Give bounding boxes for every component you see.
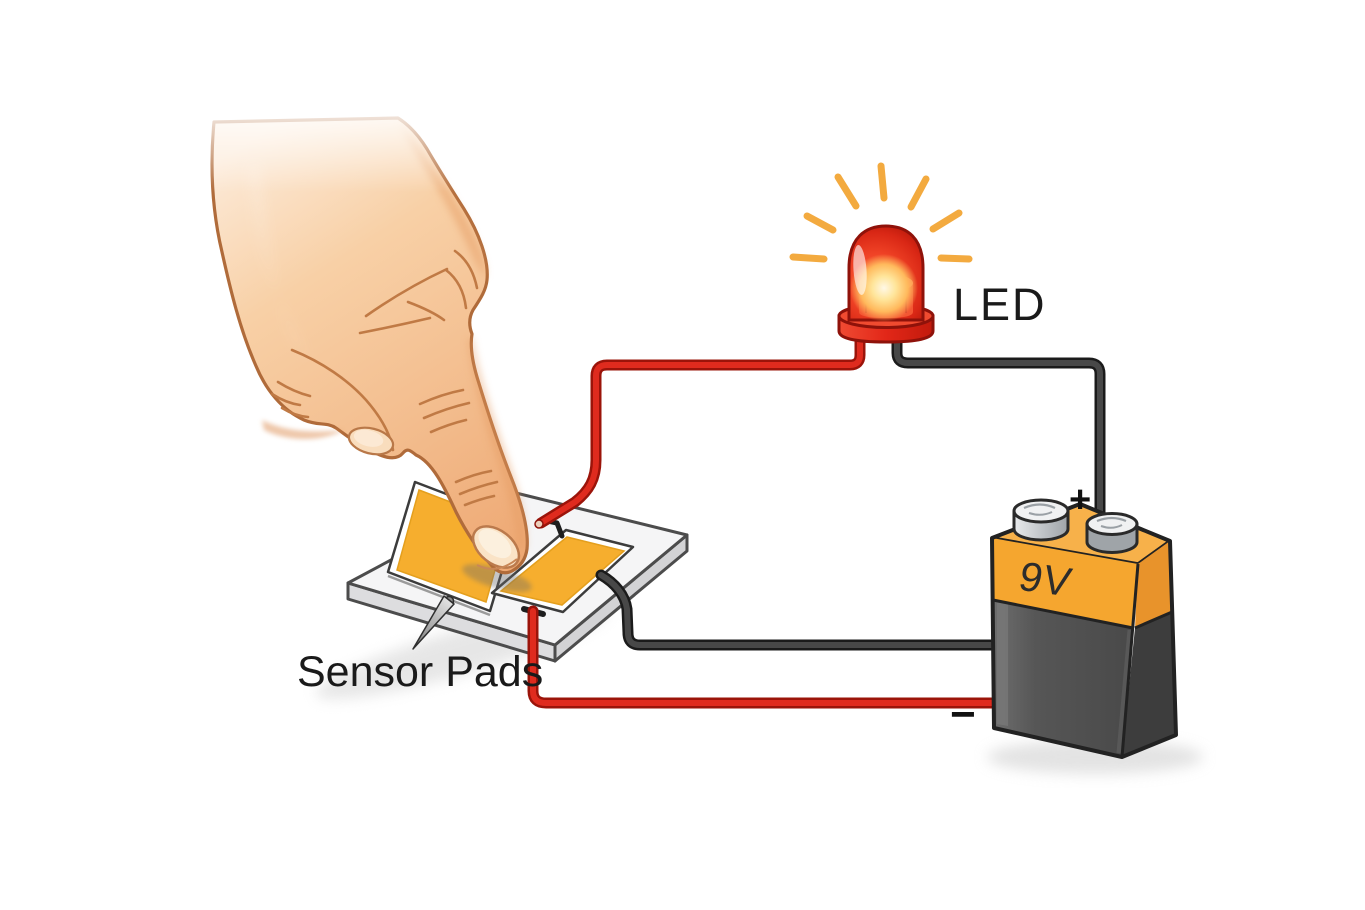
9v-battery-icon [990,498,1178,759]
battery-label-band-line [992,598,1173,630]
red-wire-pad-to-battery [527,605,998,709]
battery-shadow [987,740,1203,774]
circuit-diagram [210,116,1203,774]
pad-right-surface [499,536,626,606]
pad-left-thickness [387,574,491,617]
battery-terminal-positive [1085,512,1139,554]
battery-voltage-label: 9V [1015,553,1077,606]
wires [527,326,1106,709]
black-wire-pad-to-battery [595,569,998,651]
battery-negative-symbol: − [950,690,976,739]
led-glow [850,254,918,322]
led-icon [789,162,973,344]
battery-positive-symbol: + [1069,479,1092,521]
red-wire-solder-tip [534,519,544,529]
led-highlight [853,245,867,295]
battery-side-orange [1135,541,1172,628]
hand-outline [210,116,529,575]
glow-rays-icon [789,162,973,263]
red-wire-led-to-pad [535,326,866,529]
fingertip-shadow [462,564,532,592]
led-label: LED [953,279,1047,330]
battery-terminal-negative [1012,498,1070,542]
battery-outline [990,502,1178,759]
sensor-pads-label: Sensor Pads [297,648,544,696]
thumbnail [347,426,395,456]
battery-front-dark [993,600,1133,757]
battery-side-dark [1122,612,1176,757]
battery-front-orange [992,538,1138,628]
battery-highlight-band [997,601,1008,726]
thumb-crease [290,348,395,452]
sensor-pad-right [490,528,635,614]
finger-hand-icon [210,116,529,575]
sensor-pads-leader-pointer [412,595,455,650]
index-fingernail [471,525,521,569]
